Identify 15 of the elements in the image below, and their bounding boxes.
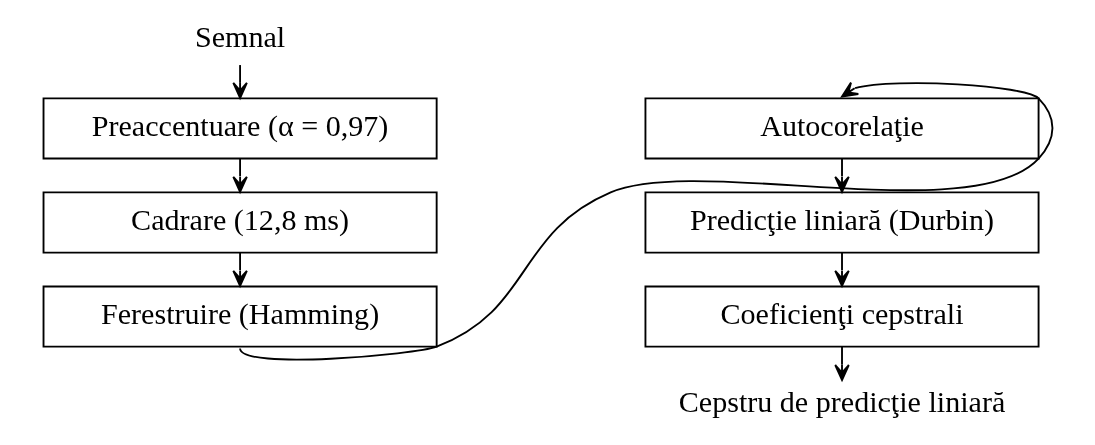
arrow bbox=[238, 81, 1053, 361]
node-box: Autocorelaţie bbox=[644, 97, 1039, 160]
node-box: Ferestruire (Hamming) bbox=[42, 285, 438, 348]
node-text: Cepstru de predicţie liniară bbox=[678, 385, 1005, 420]
node-box: Cadrare (12,8 ms) bbox=[42, 191, 438, 254]
arrow bbox=[833, 157, 850, 193]
node-box: Coeficienţi cepstrali bbox=[644, 285, 1039, 348]
node-box: Preaccentuare (α = 0,97) bbox=[42, 97, 438, 160]
arrow bbox=[833, 252, 850, 287]
arrow bbox=[231, 157, 248, 193]
arrow bbox=[231, 64, 248, 99]
arrow bbox=[231, 252, 248, 287]
node-text: Semnal bbox=[194, 20, 285, 55]
node-box: Predicţie liniară (Durbin) bbox=[644, 191, 1039, 254]
arrow bbox=[833, 346, 850, 381]
